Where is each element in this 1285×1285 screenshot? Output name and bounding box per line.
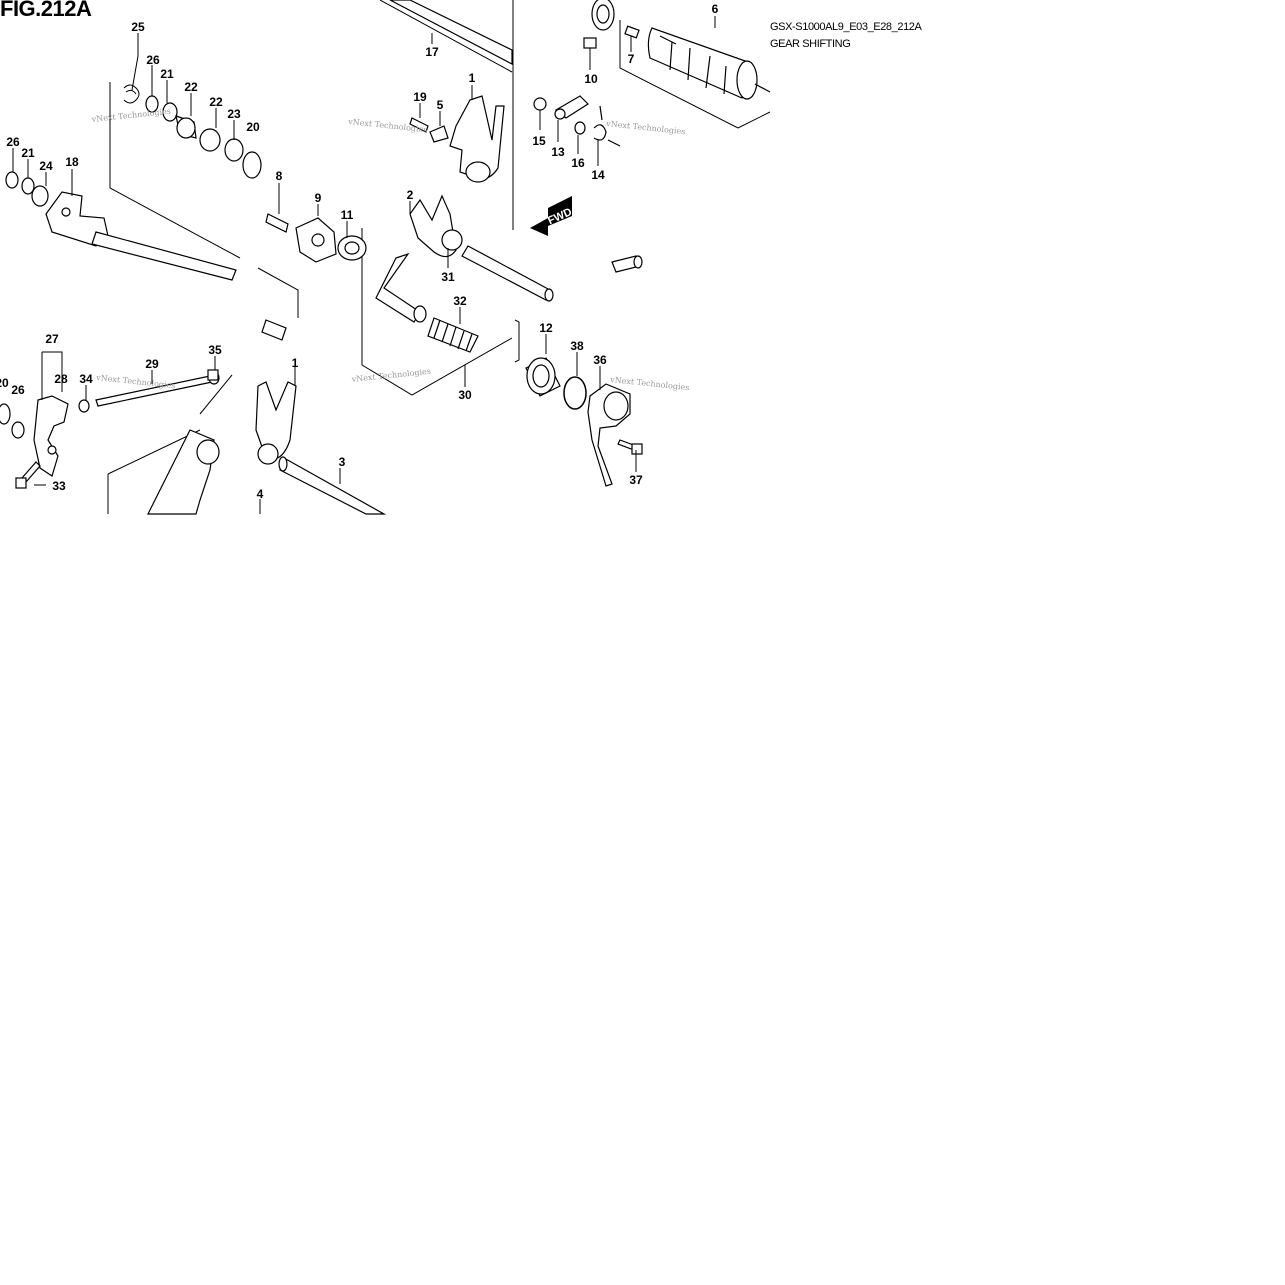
callout-26-upper: 26 bbox=[146, 53, 160, 67]
spline-shaft bbox=[261, 319, 287, 341]
callout-14: 14 bbox=[591, 168, 605, 182]
bearing-11 bbox=[337, 235, 367, 261]
callout-26-lower: 26 bbox=[11, 383, 25, 397]
right-panel-bracket bbox=[514, 319, 520, 363]
bolt-10 bbox=[583, 0, 615, 49]
screw-19 bbox=[409, 117, 449, 143]
callout-25: 25 bbox=[131, 20, 145, 34]
callout-2: 2 bbox=[407, 188, 414, 202]
callout-labels: 1 1 2 3 4 5 6 7 8 9 10 11 12 13 14 15 16… bbox=[0, 2, 719, 501]
callout-33: 33 bbox=[52, 479, 66, 493]
leader-lines bbox=[12, 16, 716, 514]
gear-shift-arm bbox=[45, 191, 237, 281]
gear-shift-shaft bbox=[375, 252, 427, 323]
callout-31: 31 bbox=[441, 270, 455, 284]
bearing-12 bbox=[525, 357, 561, 397]
callout-1-lower: 1 bbox=[292, 356, 299, 370]
callout-32: 32 bbox=[453, 294, 467, 308]
panel-top-edge bbox=[379, 0, 513, 73]
callout-11: 11 bbox=[341, 208, 354, 222]
callout-29: 29 bbox=[145, 357, 159, 371]
callout-36: 36 bbox=[593, 353, 607, 367]
callout-8: 8 bbox=[276, 169, 283, 183]
callout-5: 5 bbox=[437, 98, 444, 112]
stopper-lever bbox=[533, 95, 621, 147]
callout-21-left: 21 bbox=[21, 146, 35, 160]
callout-24: 24 bbox=[39, 159, 53, 173]
callout-6: 6 bbox=[712, 2, 719, 16]
washers-rings-left bbox=[5, 171, 49, 207]
shift-shaft-boot bbox=[427, 317, 479, 353]
callout-27: 27 bbox=[45, 332, 59, 346]
callout-30: 30 bbox=[458, 388, 472, 402]
bolt-33 bbox=[15, 461, 41, 489]
center-panel-outline bbox=[257, 267, 299, 318]
shift-lever-lower bbox=[147, 429, 220, 515]
callout-28: 28 bbox=[54, 372, 68, 386]
watermark-4: vNext Technologies bbox=[95, 373, 176, 390]
section-name: GEAR SHIFTING bbox=[770, 38, 851, 50]
callout-10: 10 bbox=[584, 72, 598, 86]
figure-title: FIG.212A bbox=[0, 0, 92, 21]
callout-15: 15 bbox=[532, 134, 546, 148]
shift-drum bbox=[624, 25, 771, 100]
bottom-panel-outline bbox=[361, 228, 513, 396]
watermark-1: vNext Technologies bbox=[90, 107, 171, 124]
shift-fork-lower bbox=[255, 381, 297, 465]
callout-22-b: 22 bbox=[209, 95, 223, 109]
washers-rings-upper bbox=[145, 95, 262, 179]
watermark-5: vNext Technologies bbox=[350, 367, 431, 384]
fwd-marker: FWD bbox=[530, 196, 574, 236]
callout-16: 16 bbox=[571, 156, 585, 170]
callout-4: 4 bbox=[257, 487, 264, 501]
watermark-3: vNext Technologies bbox=[605, 119, 686, 136]
callout-38: 38 bbox=[570, 339, 584, 353]
shift-lever-27 bbox=[33, 395, 69, 477]
shift-fork-shaft-lower bbox=[278, 456, 387, 515]
callout-17: 17 bbox=[425, 45, 439, 59]
panel-outlines bbox=[107, 0, 771, 514]
callout-20-lower: 20 bbox=[0, 376, 9, 390]
spring-25 bbox=[123, 55, 140, 104]
drum-panel-outline bbox=[619, 20, 771, 129]
callout-13: 13 bbox=[551, 145, 565, 159]
callout-26-left: 26 bbox=[6, 135, 20, 149]
callout-34: 34 bbox=[79, 372, 93, 386]
lower-left-panel-edge bbox=[199, 374, 233, 415]
callout-7: 7 bbox=[628, 52, 635, 66]
callout-21-upper: 21 bbox=[160, 67, 174, 81]
o-ring-38 bbox=[563, 376, 587, 410]
model-code: GSX-S1000AL9_E03_E28_212A bbox=[770, 21, 922, 33]
shift-fork-upper bbox=[449, 95, 505, 183]
oil-seal-housing bbox=[587, 383, 631, 487]
callout-3: 3 bbox=[339, 455, 346, 469]
shift-fork-middle bbox=[409, 194, 463, 258]
callout-37: 37 bbox=[629, 473, 643, 487]
callout-12: 12 bbox=[539, 321, 553, 335]
washers-rings-lower bbox=[0, 403, 25, 439]
nut-35 bbox=[207, 369, 219, 381]
callout-19: 19 bbox=[413, 90, 427, 104]
callout-35: 35 bbox=[208, 343, 222, 357]
left-panel-outline bbox=[109, 82, 241, 259]
bolt-37 bbox=[617, 439, 643, 455]
callout-23: 23 bbox=[227, 107, 241, 121]
dowel-pin bbox=[611, 255, 643, 273]
callout-18: 18 bbox=[65, 155, 79, 169]
watermarks: vNext Technologies vNext Technologies vN… bbox=[90, 107, 689, 393]
callout-20-upper: 20 bbox=[246, 120, 260, 134]
callout-1-upper: 1 bbox=[469, 71, 476, 85]
lower-left-panel-outline bbox=[107, 429, 201, 514]
gear-shift-cam-plate bbox=[295, 217, 337, 263]
callout-9: 9 bbox=[315, 191, 322, 205]
shift-fork-shaft-upper bbox=[389, 0, 513, 65]
pin-8 bbox=[265, 213, 289, 233]
callout-22-a: 22 bbox=[184, 80, 198, 94]
fork-shaft-31 bbox=[461, 245, 554, 302]
